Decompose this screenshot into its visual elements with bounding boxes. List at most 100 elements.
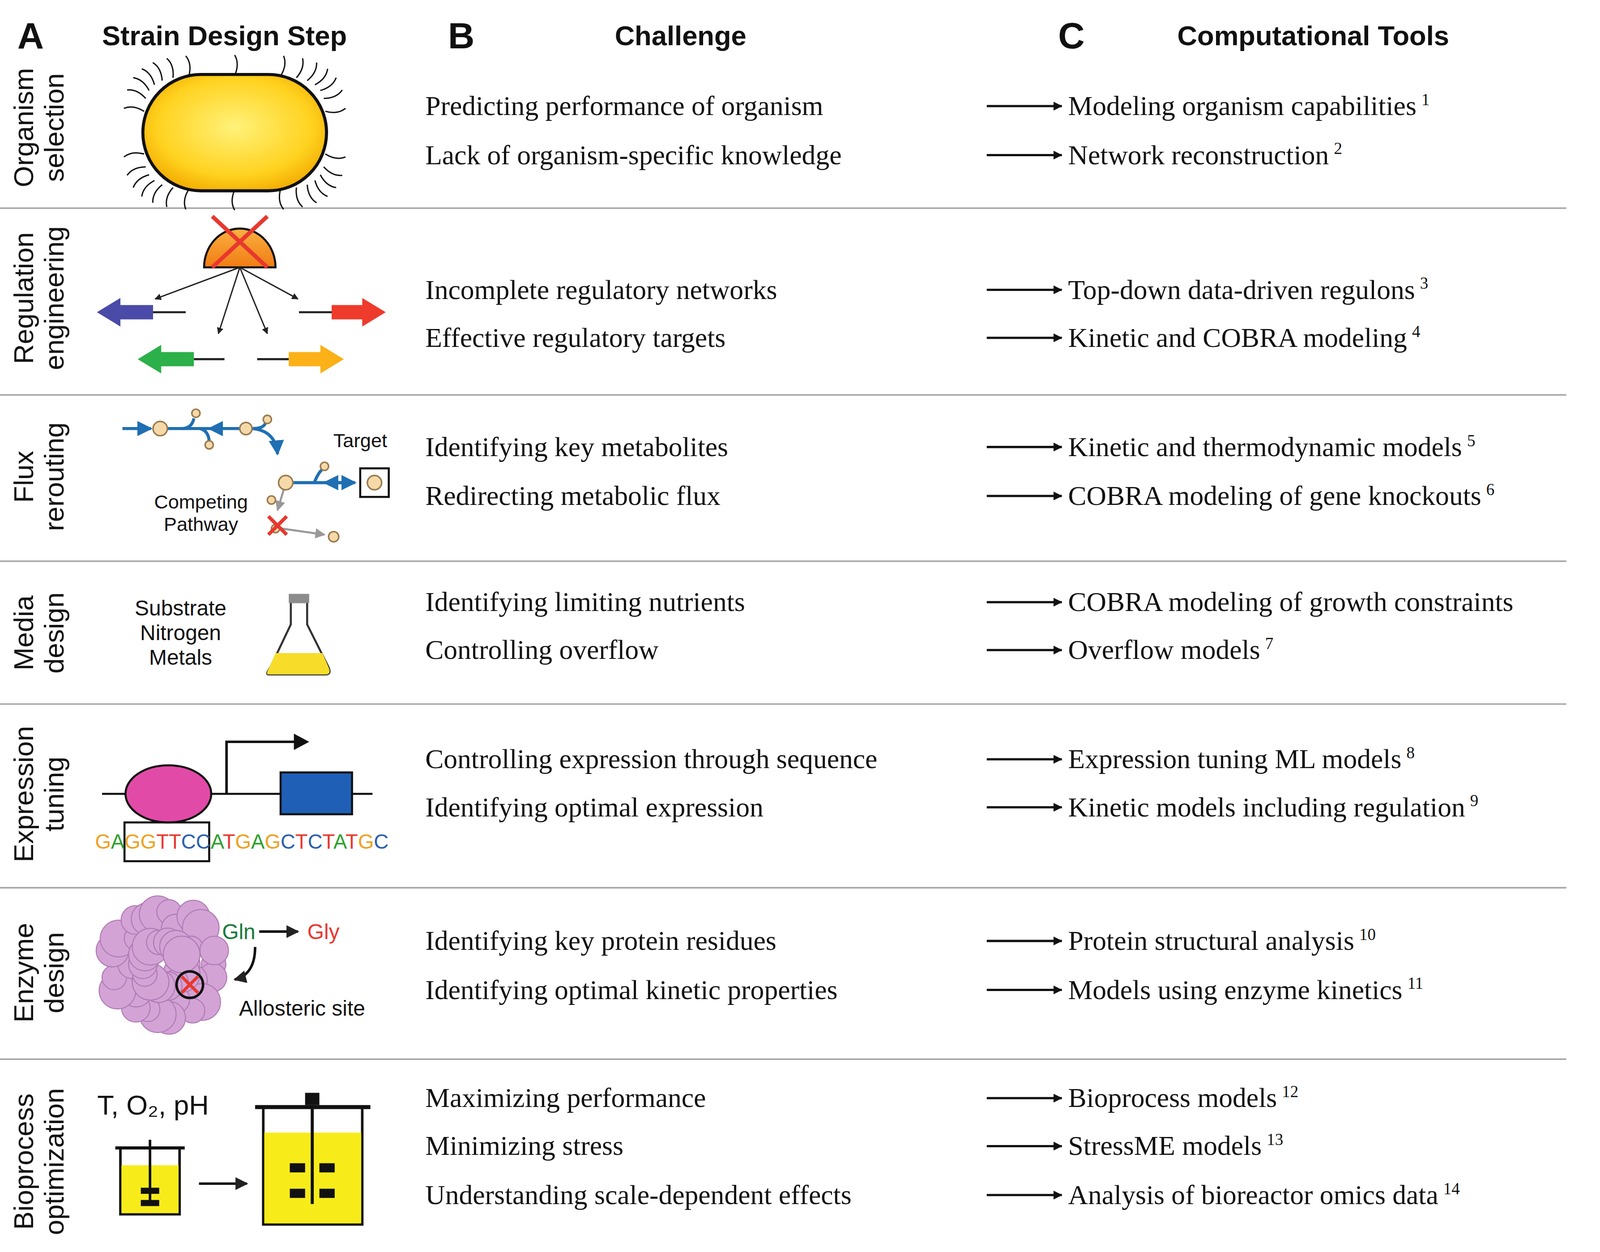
item-text: Redirecting metabolic flux: [425, 480, 721, 511]
mutation-arrow: [259, 930, 299, 933]
flagellum: [141, 68, 155, 86]
separator: [0, 560, 1567, 562]
base-letter: G: [358, 830, 374, 854]
target-box: [360, 468, 389, 497]
metabolite: [328, 531, 339, 542]
base-letter: T: [222, 830, 236, 854]
flask: [267, 593, 330, 675]
item-text: Identifying optimal expression: [425, 791, 764, 823]
base-letter: G: [94, 830, 111, 854]
reference-number: 8: [1406, 743, 1415, 762]
flask-cap: [288, 593, 310, 604]
item-text: Analysis of bioreactor omics data: [1068, 1179, 1439, 1210]
flagellum: [315, 68, 328, 86]
metabolite: [204, 440, 214, 449]
knockout-x: [268, 516, 287, 535]
panel-letter: C: [1058, 14, 1085, 57]
protein-lobe: [163, 935, 201, 973]
impeller: [319, 1188, 335, 1199]
base-letter: C: [196, 830, 211, 854]
knockout-x: [181, 976, 198, 993]
tool-item: Overflow models7: [1066, 633, 1276, 667]
flagellum: [279, 189, 284, 210]
media-label: Substrate Nitrogen Metals: [134, 595, 227, 670]
flagellum: [234, 55, 238, 76]
tool-item: COBRA modeling of gene knockouts6: [1066, 479, 1497, 513]
arrow-connector: [986, 288, 1063, 291]
flagellum: [123, 106, 145, 112]
metabolite: [278, 475, 293, 490]
item-text: Controlling expression through sequence: [425, 743, 878, 774]
pathway-label: Target: [333, 429, 388, 453]
knockout-x: [181, 976, 198, 993]
row-separators: [0, 208, 1567, 1059]
flagellum: [315, 180, 328, 197]
item-text: Understanding scale-dependent effects: [425, 1179, 852, 1210]
mutation-arrow: [234, 946, 256, 980]
base-letter: G: [140, 830, 157, 854]
challenge-item: Identifying key protein residues: [423, 924, 984, 958]
residue-label: Gly: [307, 919, 340, 944]
residue-label: Gln: [221, 919, 256, 944]
challenge-item: Controlling expression through sequence: [423, 742, 984, 776]
target-metabolite: [367, 475, 382, 490]
flagellum: [320, 174, 337, 188]
item-text: Modeling organism capabilities: [1068, 90, 1417, 121]
flagellum: [323, 89, 343, 99]
separator: [0, 393, 1567, 396]
tool-item: Top-down data-driven regulons3: [1066, 273, 1431, 307]
item-text: Identifying optimal kinetic properties: [425, 974, 838, 1005]
flux-arrow: [209, 426, 220, 431]
arrow-connector: [986, 601, 1063, 604]
knockout-x: [268, 516, 287, 535]
separator: [0, 1058, 1567, 1060]
tool-item: Kinetic and thermodynamic models5: [1066, 430, 1478, 464]
regulation-arrow: [239, 267, 299, 299]
site-circle: [176, 971, 203, 998]
item-text: Minimizing stress: [425, 1130, 624, 1161]
flagellum: [232, 189, 235, 211]
gene-arrow: [288, 344, 344, 374]
flagellum: [141, 180, 155, 197]
metabolite: [267, 495, 276, 504]
reference-number: 2: [1333, 139, 1342, 158]
bacterium-cell: [142, 74, 327, 191]
flagellum: [296, 187, 303, 207]
item-text: COBRA modeling of growth constraints: [1068, 586, 1514, 617]
challenge-item: Identifying optimal expression: [423, 790, 984, 824]
challenge-item: Incomplete regulatory networks: [423, 273, 984, 307]
base-letter: A: [333, 830, 346, 854]
reference-number: 3: [1420, 273, 1429, 293]
item-text: Overflow models: [1068, 634, 1261, 665]
site-label: Allosteric site: [238, 995, 366, 1021]
arrow-connector: [986, 988, 1063, 991]
arrow-connector: [986, 336, 1063, 339]
gene-arrow: [331, 298, 386, 327]
row-label: Enzyme design: [8, 922, 69, 1023]
arrow-connector: [986, 105, 1063, 108]
flux-arrow: [122, 426, 152, 431]
flagellum: [152, 184, 163, 203]
flagellum: [127, 89, 146, 99]
challenge-item: Identifying optimal kinetic properties: [423, 973, 984, 1007]
challenge-item: Minimizing stress: [423, 1129, 984, 1163]
tool-item: Network reconstruction2: [1066, 138, 1344, 172]
flagellum: [184, 189, 189, 210]
flux-arrow: [292, 481, 355, 485]
base-letter: G: [235, 830, 252, 854]
gene-line: [298, 311, 332, 314]
base-letter: C: [181, 830, 197, 854]
tool-item: Kinetic and COBRA modeling4: [1066, 321, 1423, 355]
flagellum: [127, 166, 146, 176]
flagellum: [307, 62, 317, 81]
regulator-dome: [204, 228, 276, 268]
item-text: Protein structural analysis: [1068, 925, 1355, 956]
flux-pathway: [122, 409, 389, 542]
base-letter: G: [124, 830, 141, 854]
arrow-connector: [986, 758, 1063, 761]
item-text: Bioprocess models: [1068, 1082, 1278, 1113]
tool-item: Modeling organism capabilities1: [1066, 89, 1432, 123]
base-letter: G: [264, 830, 281, 854]
challenge-item: Understanding scale-dependent effects: [423, 1178, 984, 1212]
